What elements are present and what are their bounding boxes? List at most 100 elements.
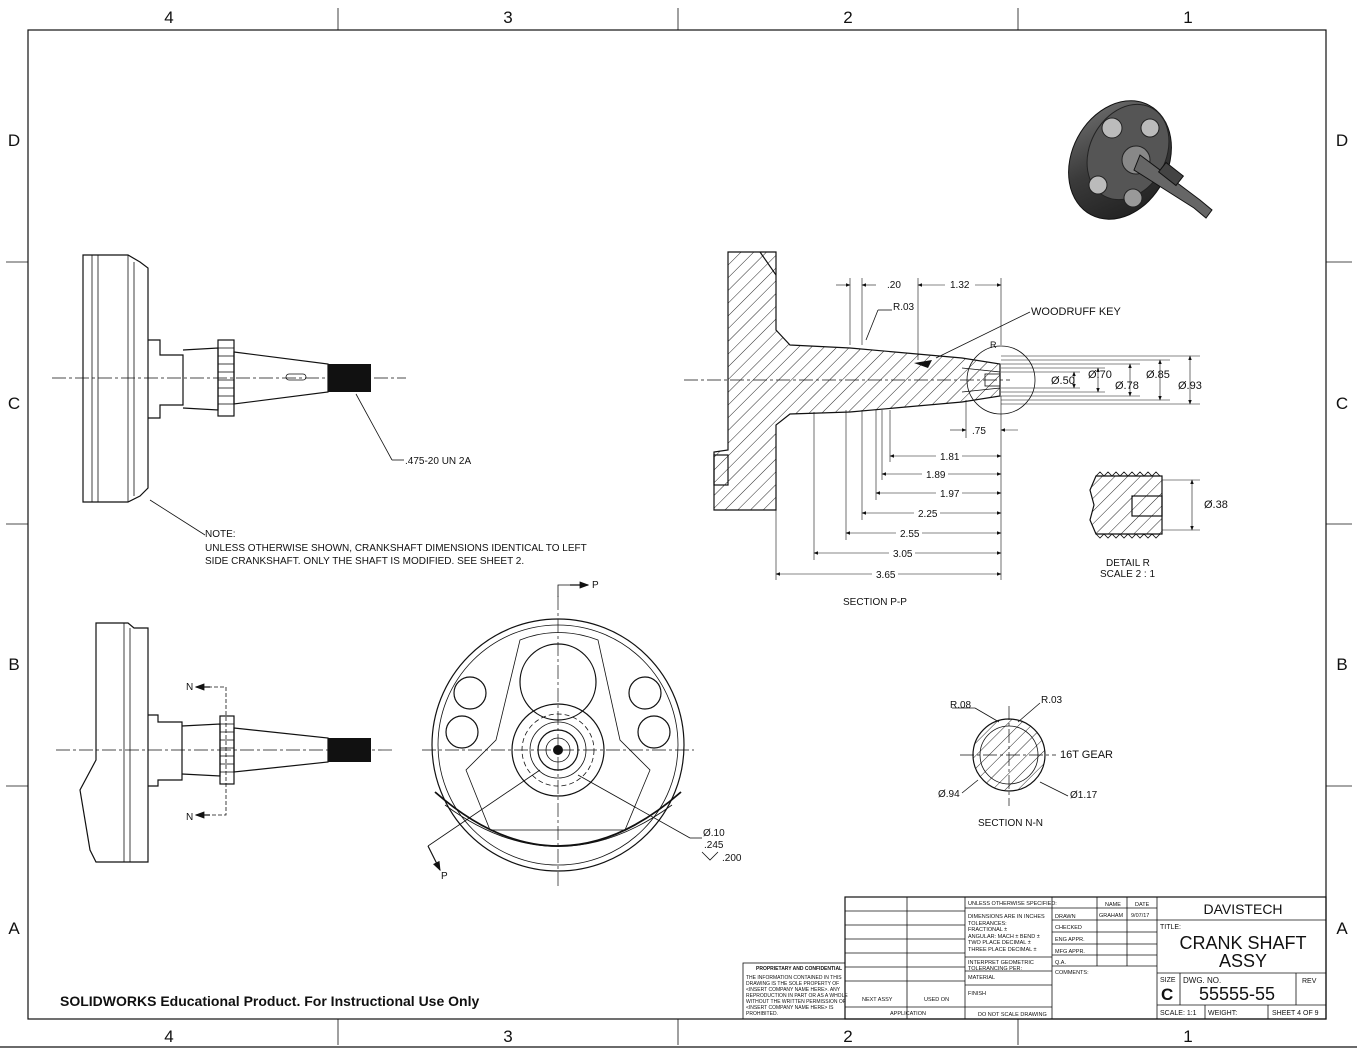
tb-checked: CHECKED [1055, 925, 1082, 931]
dim-075: .75 [972, 426, 986, 437]
hole-depth: .245 [704, 840, 724, 851]
tb-three-place: THREE PLACE DECIMAL ± [968, 947, 1037, 953]
col-label-bottom-2: 2 [843, 1027, 852, 1046]
len-197: 1.97 [940, 489, 960, 500]
watermark-text: SOLIDWORKS Educational Product. For Inst… [60, 993, 480, 1009]
detail-r-view: Ø.38 DETAIL R SCALE 2 : 1 [1089, 471, 1228, 580]
gear-dia-tip: Ø1.17 [1070, 790, 1098, 801]
tb-prop-2: DRAWING IS THE SOLE PROPERTY OF [746, 981, 839, 987]
dia-093: Ø.93 [1178, 380, 1202, 392]
detail-r-diameter: Ø.38 [1204, 499, 1228, 511]
row-label-right-c: C [1336, 394, 1348, 413]
tb-prop-6: <INSERT COMPANY NAME HERE> IS [746, 1005, 834, 1011]
tb-prop-title: PROPRIETARY AND CONFIDENTIAL [756, 966, 842, 972]
tb-used-on: USED ON [924, 997, 949, 1003]
section-n-marker-bottom: N [186, 812, 193, 823]
side-view-bottom: N N [56, 622, 394, 863]
tb-application: APPLICATION [890, 1011, 926, 1017]
section-p-marker-bottom: P [441, 871, 448, 882]
gear-radius-tip: R.03 [1041, 695, 1063, 706]
note-block: NOTE: UNLESS OTHERWISE SHOWN, CRANKSHAFT… [205, 529, 587, 567]
len-365: 3.65 [876, 570, 896, 581]
section-p-marker-top: P [592, 580, 599, 591]
tb-prop-3: <INSERT COMPANY NAME HERE>. ANY [746, 987, 841, 993]
tb-comments: COMMENTS: [1055, 970, 1089, 976]
tb-drawn-name: GRAHAM [1099, 913, 1124, 919]
note-line-1: UNLESS OTHERWISE SHOWN, CRANKSHAFT DIMEN… [205, 543, 587, 554]
len-305: 3.05 [893, 549, 913, 560]
tb-fractional: FRACTIONAL ± [968, 927, 1007, 933]
tb-prop-5: WITHOUT THE WRITTEN PERMISSION OF [746, 999, 846, 1005]
tb-tolerancing: TOLERANCING PER: [968, 966, 1022, 972]
tb-qa: Q.A. [1055, 960, 1066, 966]
section-nn-view: R.08 R.03 16T GEAR Ø.94 Ø1.17 SECTION N-… [938, 695, 1113, 829]
tb-title-label: TITLE: [1160, 924, 1181, 931]
front-view: P P Ø.10 .245 .200 [422, 580, 742, 888]
dia-085: Ø.85 [1146, 369, 1170, 381]
tb-dims-inches: DIMENSIONS ARE IN INCHES [968, 914, 1045, 920]
tb-prop-4: REPRODUCTION IN PART OR AS A WHOLE [746, 993, 848, 999]
tb-date-header: DATE [1135, 902, 1150, 908]
dim-top-132: 1.32 [950, 280, 970, 291]
tb-eng-appr: ENG APPR. [1055, 937, 1085, 943]
tb-mfg-appr: MFG APPR. [1055, 949, 1085, 955]
tb-finish: FINISH [968, 991, 986, 997]
tb-weight: WEIGHT: [1208, 1010, 1237, 1017]
gear-dia-root: Ø.94 [938, 789, 960, 800]
tb-interpret: INTERPRET GEOMETRIC [968, 960, 1034, 966]
tb-size: C [1161, 985, 1173, 1004]
tb-dwg-number: 55555-55 [1199, 984, 1275, 1004]
hole-angle: .200 [722, 853, 742, 864]
side-view-top: .475-20 UN 2A [52, 254, 471, 536]
col-label-top-2: 2 [843, 8, 852, 27]
col-label-bottom-3: 3 [503, 1027, 512, 1046]
col-label-top-4: 4 [164, 8, 173, 27]
len-189: 1.89 [926, 470, 946, 481]
col-label-top-3: 3 [503, 8, 512, 27]
tb-size-label: SIZE [1160, 977, 1176, 984]
tb-angular: ANGULAR: MACH ± BEND ± [968, 934, 1040, 940]
tb-name-header: NAME [1105, 902, 1121, 908]
gear-tooth-label: 16T GEAR [1060, 749, 1113, 761]
hole-diameter: Ø.10 [703, 828, 725, 839]
tb-material: MATERIAL [968, 975, 995, 981]
radius-r03-label: R.03 [893, 302, 915, 313]
len-225: 2.25 [918, 509, 938, 520]
section-nn-title: SECTION N-N [978, 818, 1043, 829]
col-label-top-1: 1 [1183, 8, 1192, 27]
tb-rev-label: REV [1302, 978, 1317, 985]
tb-dwg-label: DWG. NO. [1183, 976, 1221, 985]
section-pp-view: R WOODRUFF KEY R.03 .20 1.32 Ø [684, 251, 1202, 608]
len-255: 2.55 [900, 529, 920, 540]
tb-title-line-1: CRANK SHAFT [1179, 933, 1306, 953]
col-label-bottom-1: 1 [1183, 1027, 1192, 1046]
tb-no-scale: DO NOT SCALE DRAWING [978, 1012, 1047, 1018]
detail-r-scale: SCALE 2 : 1 [1100, 569, 1155, 580]
tb-sheet: SHEET 4 OF 9 [1272, 1010, 1319, 1017]
tb-tolerances: TOLERANCES: [968, 921, 1007, 927]
isometric-render [1068, 100, 1213, 220]
dia-078: Ø.78 [1115, 380, 1139, 392]
detail-r-marker: R [990, 340, 997, 350]
tb-drawn: DRAWN [1055, 914, 1076, 920]
tb-scale: SCALE: 1:1 [1160, 1010, 1197, 1017]
thread-callout: .475-20 UN 2A [405, 456, 471, 467]
gear-radius-root: R.08 [950, 700, 972, 711]
tb-unless-specified: UNLESS OTHERWISE SPECIFIED: [968, 901, 1057, 907]
tb-drawn-date: 9/07/17 [1131, 913, 1149, 919]
tb-title-line-2: ASSY [1219, 951, 1267, 971]
detail-r-title: DETAIL R [1106, 558, 1150, 569]
dia-070: Ø.70 [1088, 369, 1112, 381]
row-label-right-a: A [1336, 919, 1348, 938]
tb-company: DAVISTECH [1203, 901, 1282, 917]
section-pp-title: SECTION P-P [843, 597, 907, 608]
title-block: UNLESS OTHERWISE SPECIFIED: DIMENSIONS A… [742, 896, 1327, 1020]
woodruff-key-label: WOODRUFF KEY [1031, 306, 1121, 318]
row-label-left-d: D [8, 131, 20, 150]
row-label-right-b: B [1336, 655, 1347, 674]
dim-top-020: .20 [887, 280, 901, 291]
dia-050: Ø.50 [1051, 375, 1075, 387]
note-line-2: SIDE CRANKSHAFT. ONLY THE SHAFT IS MODIF… [205, 556, 524, 567]
